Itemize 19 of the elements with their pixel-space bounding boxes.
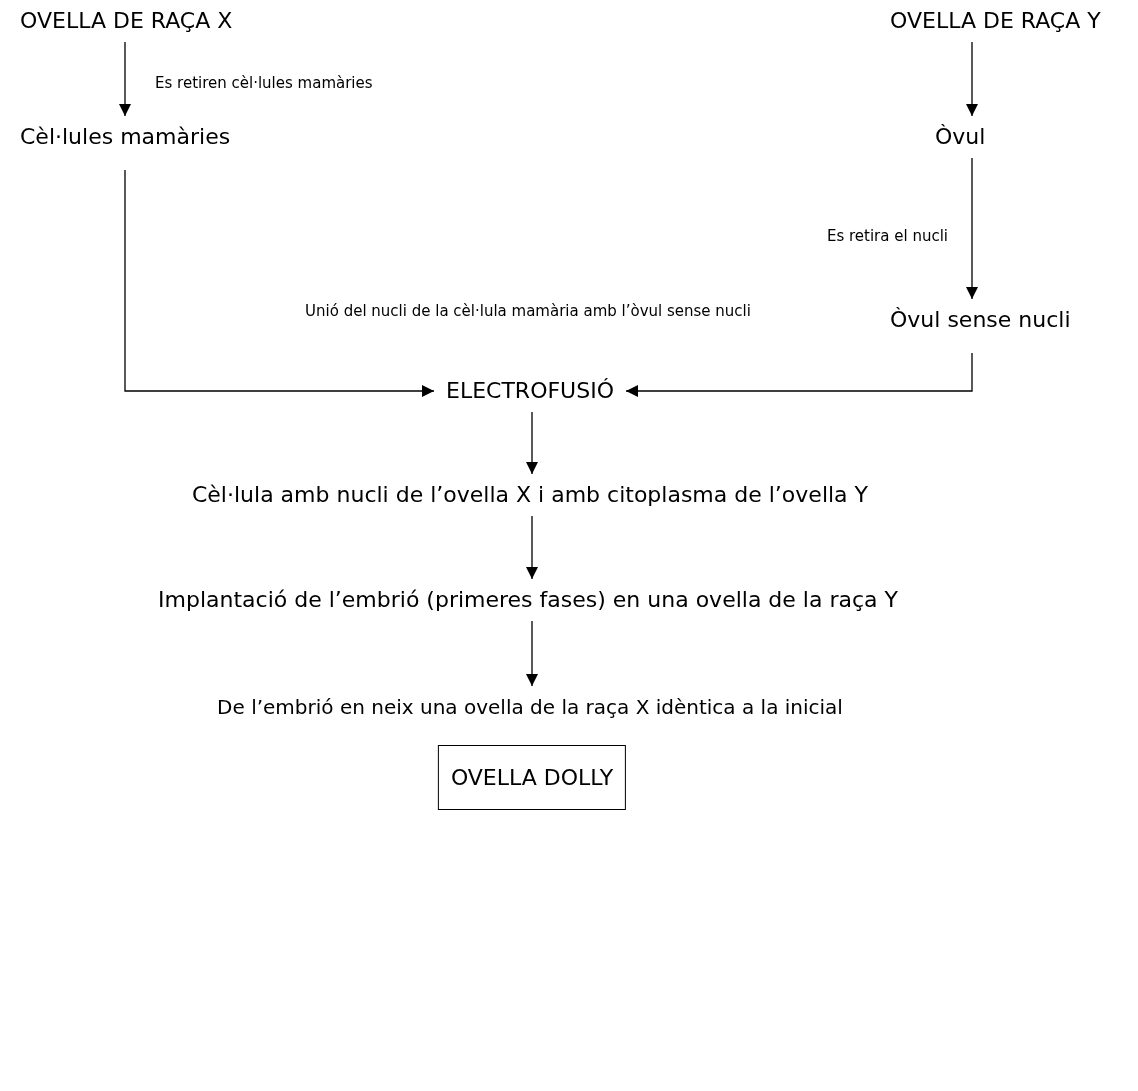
step-label: ELECTROFUSIÓ <box>446 376 614 406</box>
step-label: Òvul sense nucli <box>890 305 1071 335</box>
arrow <box>526 411 538 475</box>
arrow <box>625 352 973 397</box>
step-label: Òvul <box>935 122 986 152</box>
arrow <box>526 515 538 580</box>
arrow <box>526 620 538 687</box>
arrow <box>966 41 978 117</box>
arrow <box>119 41 131 117</box>
step-label: OVELLA DE RAÇA Y <box>890 6 1101 36</box>
arrow <box>966 157 978 300</box>
step-label: Implantació de l’embrió (primeres fases) en una ovella de la raça Y <box>158 585 898 615</box>
step-label: Cèl·lula amb nucli de l’ovella X i amb citoplasma de l’ovella Y <box>192 480 868 510</box>
note-text: Unió del nucli de la cèl·lula mamària amb l’òvul sense nucli <box>305 301 751 322</box>
step-label: De l’embrió en neix una ovella de la raça X idèntica a la inicial <box>217 692 843 722</box>
result-box: OVELLA DOLLY <box>437 745 627 810</box>
arrow <box>124 169 435 397</box>
step-label: OVELLA DE RAÇA X <box>20 6 233 36</box>
step-label: Cèl·lules mamàries <box>20 122 231 152</box>
